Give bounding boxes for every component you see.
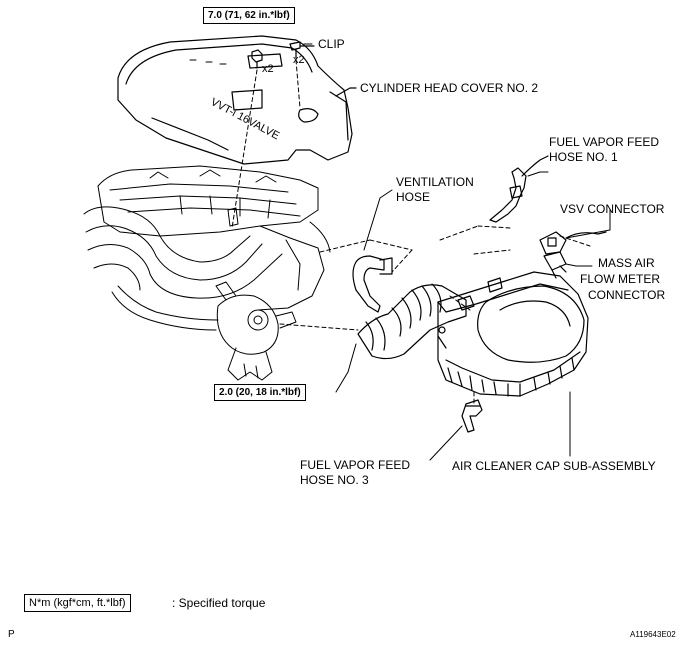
air-intake-hose — [357, 283, 467, 360]
clip-quantity: x2 — [293, 54, 305, 66]
cover-alignment-lines — [231, 59, 301, 229]
fuel-vapor-hose-1-label-line2: HOSE NO. 1 — [549, 150, 618, 164]
engine-hose-alignment — [279, 225, 591, 405]
maf-connector-label-line2: FLOW METER — [580, 272, 660, 286]
cover-bolt-icon — [251, 49, 263, 69]
fuel-vapor-hose-3-label-line1: FUEL VAPOR FEED — [300, 458, 411, 472]
torque-legend-box: N*m (kgf*cm, ft.*lbf) — [24, 594, 131, 612]
cylinder-head-cover — [117, 35, 353, 165]
ventilation-hose-label-line2: HOSE — [396, 190, 431, 204]
bolt-quantity: x2 — [262, 63, 274, 75]
ventilation-hose — [352, 255, 393, 313]
ventilation-hose-label-line1: VENTILATION — [396, 175, 474, 189]
maf-connector-label-line1: MASS AIR — [598, 256, 655, 270]
footer-letter: P — [8, 629, 15, 640]
air-cleaner-cap-label: AIR CLEANER CAP SUB-ASSEMBLY — [452, 459, 656, 473]
figure-code: A119643E02 — [630, 630, 676, 639]
fuel-vapor-hose-3-label-line2: HOSE NO. 3 — [300, 473, 369, 487]
leader-lines — [303, 43, 611, 461]
fuel-vapor-hose-1 — [489, 155, 549, 223]
vsv-connector-label: VSV CONNECTOR — [560, 202, 665, 216]
air-cleaner-cap — [437, 251, 589, 397]
engine-body — [83, 165, 331, 381]
cylinder-head-cover-label: CYLINDER HEAD COVER NO. 2 — [360, 81, 539, 95]
clip-icon — [289, 41, 315, 59]
torque-spec-hose-clamp: 2.0 (20, 18 in.*lbf) — [214, 384, 306, 401]
cover-embossed-text: VVT-i 16VALVE — [209, 96, 282, 142]
torque-spec-cover-bolt: 7.0 (71, 62 in.*lbf) — [203, 7, 295, 24]
torque-legend-text: : Specified torque — [172, 596, 266, 610]
maf-connector-label-line3: CONNECTOR — [588, 288, 666, 302]
clip-label: CLIP — [318, 37, 345, 51]
cover-leader — [335, 87, 357, 97]
vsv-connector-icon — [539, 231, 607, 255]
fuel-vapor-hose-3 — [461, 399, 483, 433]
fuel-vapor-hose-1-label-line1: FUEL VAPOR FEED — [549, 135, 660, 149]
